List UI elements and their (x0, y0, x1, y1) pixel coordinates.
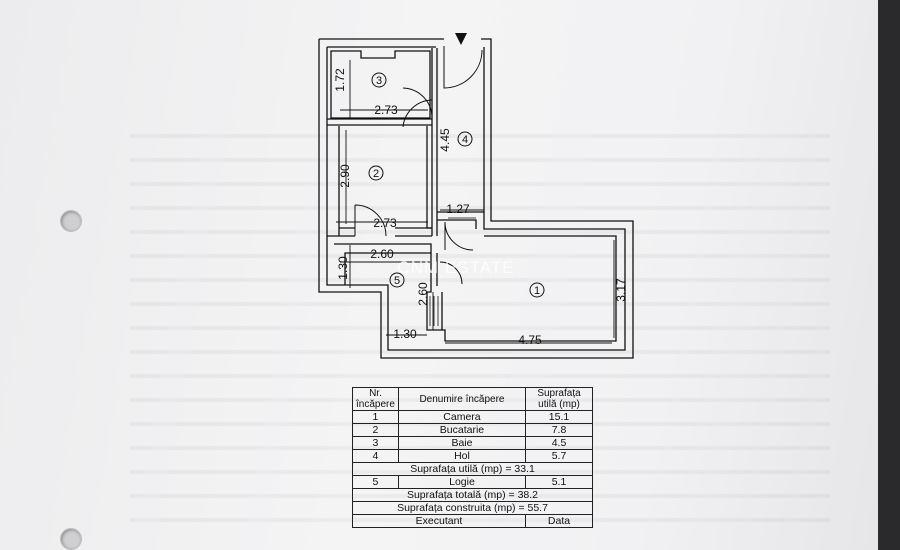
dim-loggia-width: 2.60 (370, 247, 394, 261)
row-nr: 5 (352, 475, 399, 489)
floor-plan: 3 2 4 5 1 1.72 2.73 4.45 2.90 2.73 1.27 … (318, 33, 634, 359)
executant-label: Executant (352, 514, 526, 528)
window-hatch (429, 217, 476, 326)
door-swing (444, 221, 474, 251)
dim-room3-width: 2.73 (374, 103, 398, 117)
dim-loggia-bottom: 1.30 (393, 327, 417, 341)
header-area: Suprafața utilă (mp) (525, 387, 593, 411)
door-swing (439, 261, 463, 285)
loggia-wall (436, 253, 443, 330)
room-number-4: 4 (462, 134, 468, 146)
row-name: Camera (397, 410, 527, 424)
door-swing (402, 99, 433, 128)
built-area: Suprafața construita (mp) = 55.7 (352, 501, 593, 515)
area-table: Nr. încăpere Denumire încăpere Suprafața… (352, 387, 593, 528)
total-area: Suprafața totală (mp) = 38.2 (352, 488, 593, 502)
dimension-lines (336, 60, 615, 344)
partition-wall (327, 227, 432, 237)
row-name: Bucatarie (397, 423, 527, 437)
row-area: 7.8 (525, 423, 593, 437)
table-row: 1 Camera 15.1 (352, 410, 593, 424)
outer-wall (318, 38, 634, 359)
dim-room2-width: 2.73 (373, 216, 397, 230)
dim-room2-height: 2.90 (338, 164, 352, 188)
dim-room1-height: 3.17 (614, 278, 628, 302)
dim-room1-width: 4.75 (518, 333, 542, 347)
hall-wall (431, 48, 438, 236)
data-label: Data (525, 514, 593, 528)
room-number-5: 5 (394, 275, 400, 287)
useful-total: Suprafața utilă (mp) = 33.1 (352, 462, 593, 476)
header-nr: Nr. încăpere (352, 387, 399, 411)
entrance-arrow-icon (455, 33, 467, 45)
room-number-1: 1 (534, 285, 540, 297)
hall-wall (437, 211, 484, 229)
document-page: 3 2 4 5 1 1.72 2.73 4.45 2.90 2.73 1.27 … (0, 0, 878, 550)
partition-wall (327, 118, 432, 126)
row-area: 5.7 (525, 449, 593, 463)
room-1-inner (426, 235, 617, 342)
row-nr: 3 (352, 436, 399, 450)
room-number-2: 2 (373, 168, 379, 180)
row-nr: 2 (352, 423, 399, 437)
door-swing (402, 87, 433, 117)
row-nr: 4 (352, 449, 399, 463)
room-3-wall (330, 50, 431, 119)
dim-loggia-side: 2.60 (416, 282, 430, 306)
door-swing (354, 204, 387, 237)
table-row: 4 Hol 5.7 (352, 449, 593, 463)
row-name: Baie (397, 436, 527, 450)
dim-hall-width: 1.27 (446, 202, 470, 216)
table-row: 2 Bucatarie 7.8 (352, 423, 593, 437)
dim-room3-height: 1.72 (333, 68, 347, 92)
row-name: Hol (397, 449, 527, 463)
header-name: Denumire încăpere (397, 387, 527, 411)
row-nr: 1 (352, 410, 399, 424)
entrance-door (443, 46, 483, 89)
row-area: 5.1 (525, 475, 593, 489)
row-name: Logie (397, 475, 527, 489)
watermark: CNM ESTATE (397, 258, 514, 277)
table-row: 3 Baie 4.5 (352, 436, 593, 450)
row-area: 4.5 (525, 436, 593, 450)
dim-loggia-height: 1.30 (336, 256, 350, 280)
room-number-3: 3 (376, 75, 382, 87)
table-row: 5 Logie 5.1 (352, 475, 593, 489)
dim-hall-length: 4.45 (438, 128, 452, 152)
punch-hole (60, 210, 82, 232)
row-area: 15.1 (525, 410, 593, 424)
inner-wall (326, 46, 626, 351)
